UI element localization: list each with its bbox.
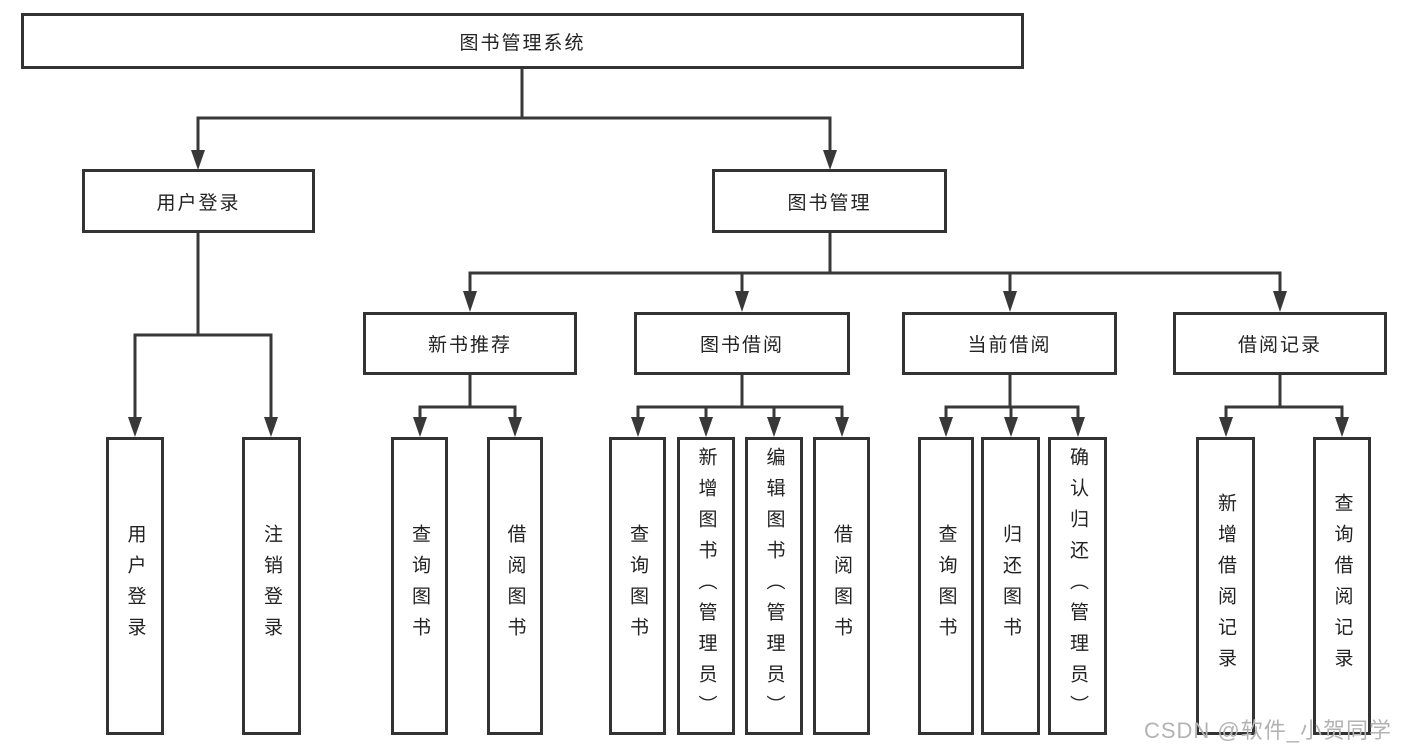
leaf-borrow-books-recommend: 借阅图书 [487, 437, 543, 735]
node-book-management: 图书管理 [712, 169, 947, 233]
leaf-logout: 注销登录 [242, 437, 301, 735]
leaf-query-borrow-record: 查询借阅记录 [1313, 437, 1371, 735]
leaf-query-books-recommend: 查询图书 [391, 437, 448, 735]
leaf-borrow-books: 借阅图书 [813, 437, 870, 735]
node-borrowing-records: 借阅记录 [1173, 312, 1387, 375]
node-library-management-system: 图书管理系统 [21, 13, 1024, 69]
leaf-confirm-return-admin: 确认归还（管理员） [1048, 437, 1107, 735]
node-book-borrowing: 图书借阅 [634, 312, 850, 375]
leaf-add-book-admin: 新增图书（管理员） [677, 437, 735, 735]
node-current-borrowing: 当前借阅 [902, 312, 1117, 375]
leaf-edit-book-admin: 编辑图书（管理员） [745, 437, 803, 735]
watermark: CSDN @软件_小贺同学 [1143, 718, 1392, 743]
leaf-add-borrow-record: 新增借阅记录 [1196, 437, 1255, 735]
node-new-book-recommendation: 新书推荐 [363, 312, 577, 375]
leaf-return-book: 归还图书 [981, 437, 1040, 735]
node-user-login: 用户登录 [82, 169, 315, 233]
leaf-user-login: 用户登录 [106, 437, 164, 735]
leaf-query-books-current: 查询图书 [918, 437, 974, 735]
leaf-query-books-borrow: 查询图书 [609, 437, 666, 735]
